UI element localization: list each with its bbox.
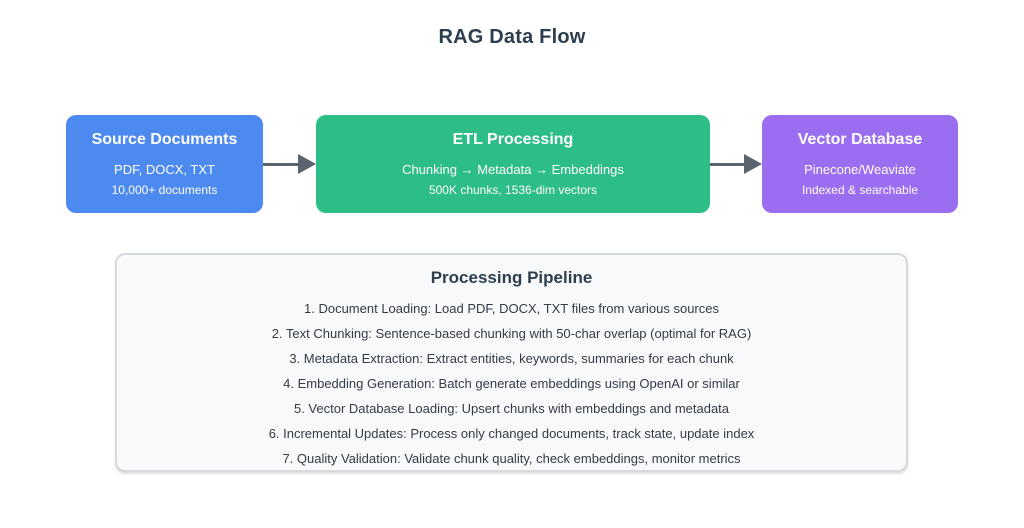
pipeline-step: 1. Document Loading: Load PDF, DOCX, TXT… — [304, 301, 719, 316]
page-title: RAG Data Flow — [438, 26, 586, 48]
flow-node-source-documents: Source Documents PDF, DOCX, TXT 10,000+ … — [66, 115, 263, 213]
pipeline-step: 7. Quality Validation: Validate chunk qu… — [282, 451, 741, 466]
pipeline-step: 5. Vector Database Loading: Upsert chunk… — [293, 401, 730, 416]
node-subtext: Chunking → Metadata → Embeddings — [402, 162, 624, 177]
processing-pipeline-panel: Processing Pipeline 1. Document Loading:… — [115, 253, 908, 472]
node-subtext: 10,000+ documents — [111, 183, 218, 197]
flow-node-vector-database: Vector Database Pinecone/Weaviate Indexe… — [762, 115, 958, 213]
arrow-right-icon-2 — [710, 115, 762, 213]
arrow-head — [744, 154, 762, 174]
node-subtext: 500K chunks, 1536-dim vectors — [428, 183, 598, 197]
arrow-line — [263, 162, 298, 166]
arrow-right-icon-1 — [263, 115, 316, 213]
pipeline-step: 4. Embedding Generation: Batch generate … — [283, 376, 740, 391]
pipeline-step: 2. Text Chunking: Sentence-based chunkin… — [271, 326, 752, 341]
node-subtext: Indexed & searchable — [801, 183, 919, 197]
arrow-head — [298, 154, 316, 174]
pipeline-steps-list: 1. Document Loading: Load PDF, DOCX, TXT… — [117, 296, 906, 471]
pipeline-step: 6. Incremental Updates: Process only cha… — [268, 426, 755, 441]
node-subtext: Pinecone/Weaviate — [804, 162, 916, 177]
pipeline-step: 3. Metadata Extraction: Extract entities… — [289, 351, 734, 366]
node-title: ETL Processing — [452, 131, 574, 148]
arrow-line — [710, 162, 744, 166]
node-subtext: PDF, DOCX, TXT — [114, 162, 215, 177]
panel-title: Processing Pipeline — [430, 268, 593, 287]
flow-node-etl-processing: ETL Processing Chunking → Metadata → Emb… — [316, 115, 710, 213]
node-title: Source Documents — [91, 131, 238, 148]
node-title: Vector Database — [797, 131, 923, 148]
